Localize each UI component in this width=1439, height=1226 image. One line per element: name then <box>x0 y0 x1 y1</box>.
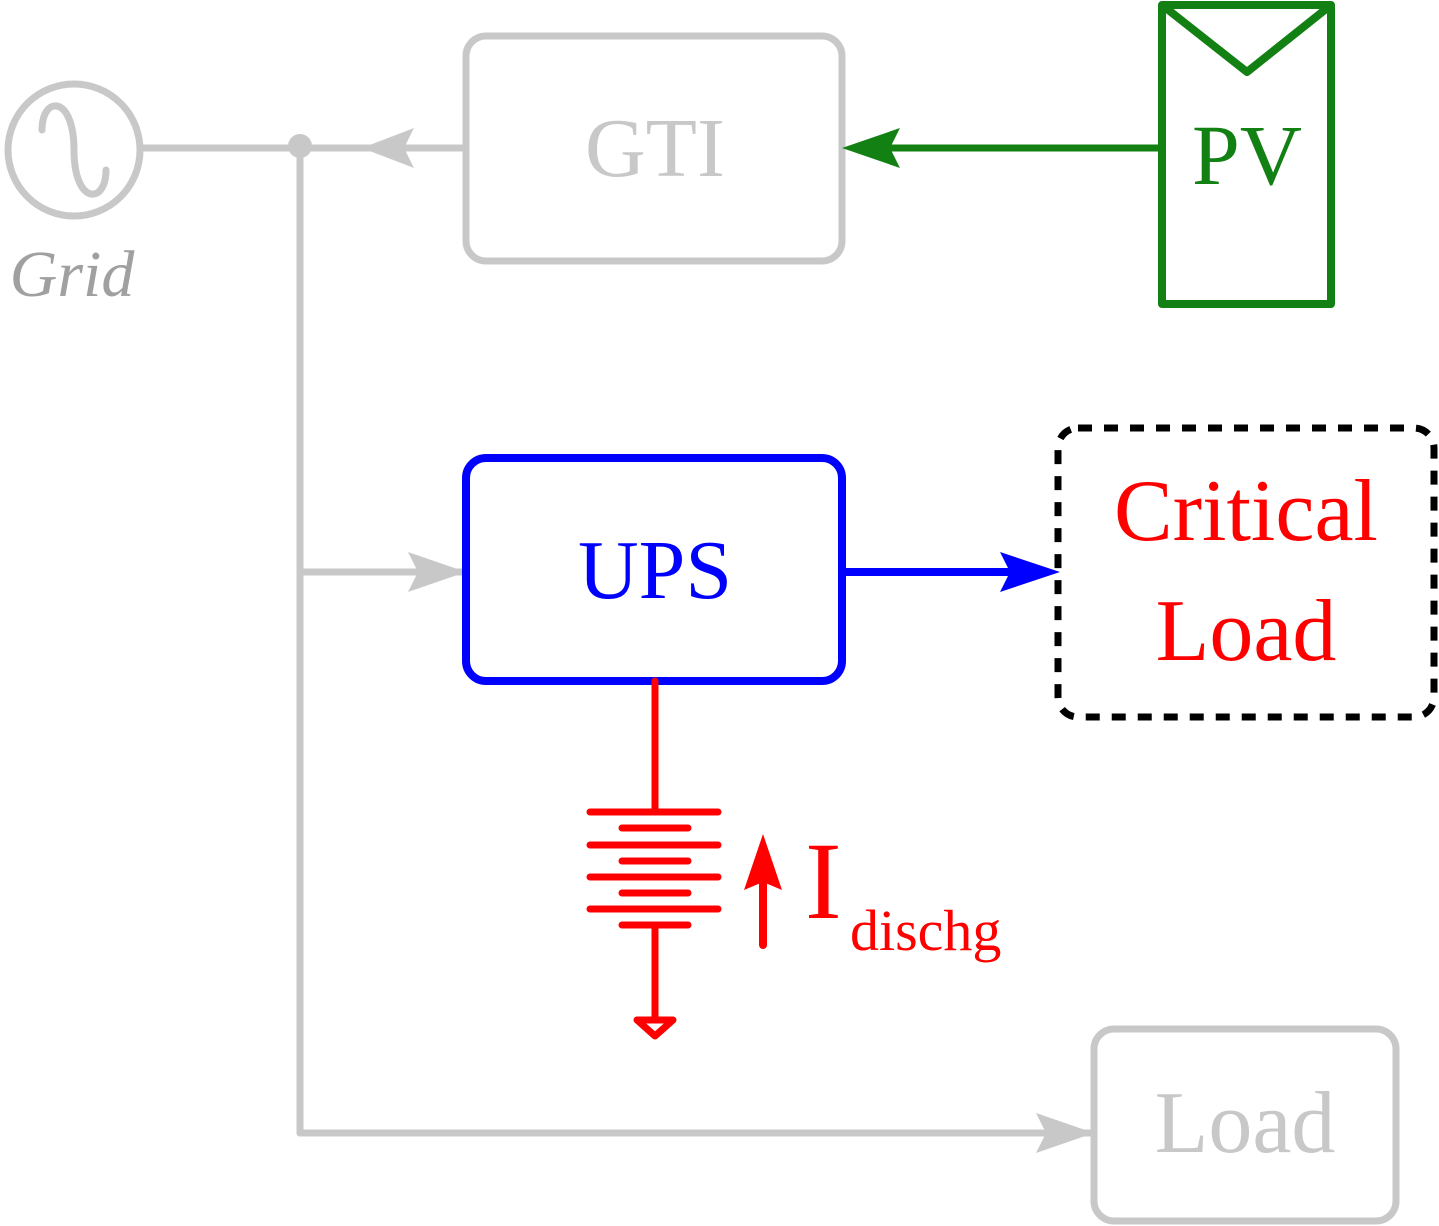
gti-box <box>462 32 846 265</box>
grid-junction-dot <box>288 134 312 158</box>
ups-label: UPS <box>578 524 732 617</box>
pv-label: PV <box>1192 107 1302 203</box>
ground-icon <box>633 1016 677 1040</box>
ups-to-critical-load-arrowhead <box>1000 552 1060 592</box>
current-subscript: dischg <box>850 898 1001 963</box>
grid-label: Grid <box>10 238 136 311</box>
gti-label: GTI <box>585 102 725 195</box>
load-label: Load <box>1155 1075 1336 1172</box>
grid-to-load-arrowhead <box>1036 1113 1094 1153</box>
ac-source-icon <box>4 80 144 220</box>
critical-load-box <box>1054 424 1438 721</box>
load-box <box>1090 1025 1400 1225</box>
grid-network <box>139 144 1098 1137</box>
critical-load-label-line1: Critical <box>1114 463 1378 560</box>
pv-to-gti-arrowhead <box>842 128 900 168</box>
current-symbol: I <box>805 820 842 942</box>
discharge-current-arrowhead <box>744 834 782 890</box>
grid-to-ups-arrowhead <box>408 552 466 592</box>
battery-icon <box>586 808 722 929</box>
critical-load-label-line2: Load <box>1156 583 1337 680</box>
pv-panel-icon <box>1158 1 1335 308</box>
discharge-current-label: I dischg <box>805 820 1001 963</box>
gti-to-grid-arrowhead <box>362 128 414 168</box>
battery-branch <box>586 677 722 1040</box>
